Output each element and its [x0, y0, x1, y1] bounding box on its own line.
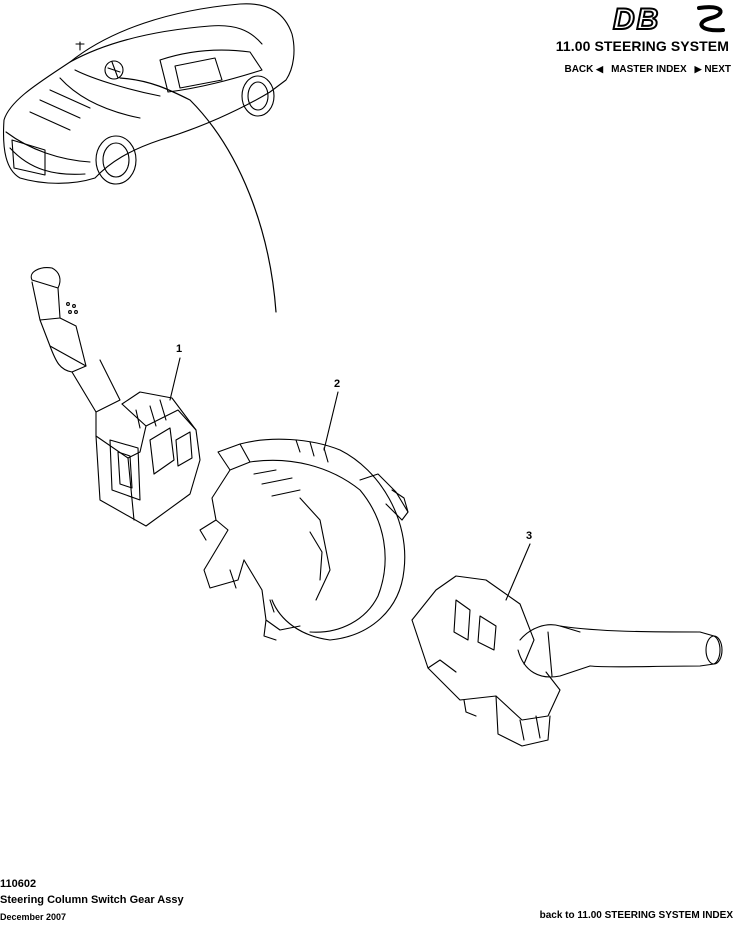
callout-1-leader: [169, 357, 181, 401]
master-index-link[interactable]: MASTER INDEX: [611, 64, 687, 75]
clock-spring-part: [199, 438, 409, 641]
back-to-index-link[interactable]: back to 11.00 STEERING SYSTEM INDEX: [539, 910, 733, 921]
callout-1: 1: [176, 343, 183, 355]
callout-2-leader: [323, 391, 339, 451]
back-label: BACK: [564, 64, 594, 75]
left-arrow-icon: ◀: [596, 64, 604, 74]
callout-3-leader: [505, 543, 531, 601]
next-label: NEXT: [704, 64, 731, 75]
right-stalk-part: [411, 575, 723, 747]
dbs-logo: DB: [612, 2, 725, 36]
back-link[interactable]: BACK ◀: [564, 64, 603, 75]
next-link[interactable]: ▶ NEXT: [695, 64, 731, 75]
callout-2: 2: [334, 378, 341, 390]
part-title: Steering Column Switch Gear Assy: [0, 894, 184, 906]
nav-bar: BACK ◀ MASTER INDEX ▶ NEXT: [564, 64, 731, 75]
publication-date: December 2007: [0, 912, 67, 922]
callout-3: 3: [526, 530, 533, 542]
right-arrow-icon: ▶: [694, 64, 702, 74]
left-stalk-part: [30, 267, 201, 527]
section-title: 11.00 STEERING SYSTEM: [555, 38, 729, 54]
car-illustration: [3, 3, 295, 313]
svg-text:DB: DB: [613, 3, 660, 36]
part-number: 110602: [0, 878, 37, 890]
